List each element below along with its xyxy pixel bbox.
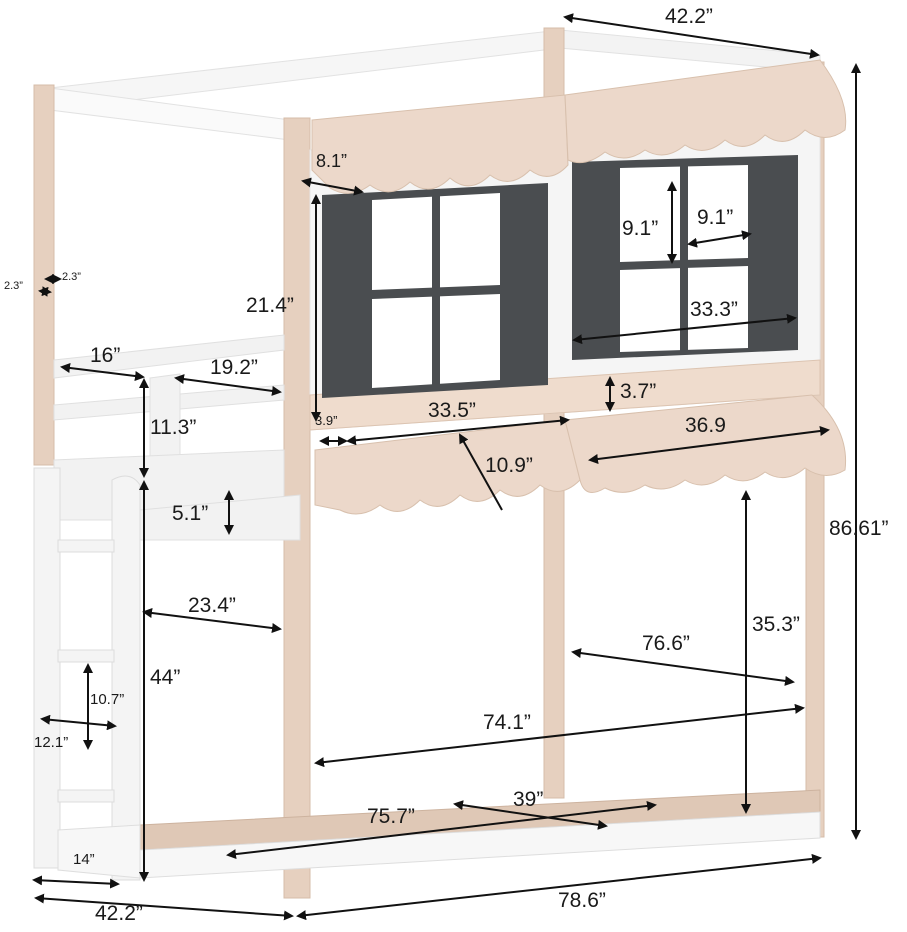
dim-post-y: 2.3” — [62, 271, 81, 283]
dim-guard-left: 16” — [90, 344, 121, 367]
dim-ladder-rung-spacing: 10.7” — [90, 691, 125, 708]
dim-pane-height: 9.1” — [622, 217, 659, 240]
dim-top-width: 42.2” — [665, 5, 713, 28]
dim-front-panel-height: 21.4” — [246, 294, 294, 317]
dim-inner-length-lower: 74.1” — [483, 711, 531, 734]
dim-roof-depth: 8.1” — [316, 151, 348, 171]
dim-bottom-width: 42.2” — [95, 902, 143, 925]
left-window — [322, 183, 548, 398]
dim-pane-width: 9.1” — [697, 206, 734, 229]
dim-awning-depth: 10.9” — [485, 454, 533, 477]
dim-guard-height: 11.3” — [150, 416, 197, 439]
dim-slat-length: 75.7” — [367, 805, 415, 828]
right-window — [572, 155, 798, 360]
dimension-arrows — [32, 13, 861, 921]
dim-ladder-depth: 14” — [73, 851, 95, 868]
dim-ladder-gap: 23.4” — [188, 594, 236, 617]
ladder — [33, 467, 141, 881]
dim-mattress-lip: 5.1” — [172, 502, 209, 525]
dim-post-x: 2.3” — [4, 280, 23, 292]
dim-ladder-width: 12.1” — [34, 734, 69, 751]
top-roof — [311, 59, 847, 194]
dim-overall-length: 78.6” — [558, 889, 606, 912]
dim-guard-right: 19.2” — [210, 356, 258, 379]
dim-window-width: 33.3” — [690, 298, 738, 321]
dim-rail-gap: 3.9” — [315, 413, 338, 428]
dim-awning-width: 36.9 — [685, 414, 726, 437]
dim-clearance-under-loft: 44” — [150, 666, 181, 689]
bottom-frame — [57, 789, 821, 879]
dim-inner-length-upper: 76.6” — [642, 632, 690, 655]
dim-slat-width: 39” — [513, 788, 544, 811]
dim-under-bed-height: 35.3” — [752, 613, 800, 636]
dim-lower-panel-width: 33.5” — [428, 399, 476, 422]
dim-overall-height: 86.61” — [829, 517, 889, 540]
dim-sill-height: 3.7” — [620, 380, 657, 403]
